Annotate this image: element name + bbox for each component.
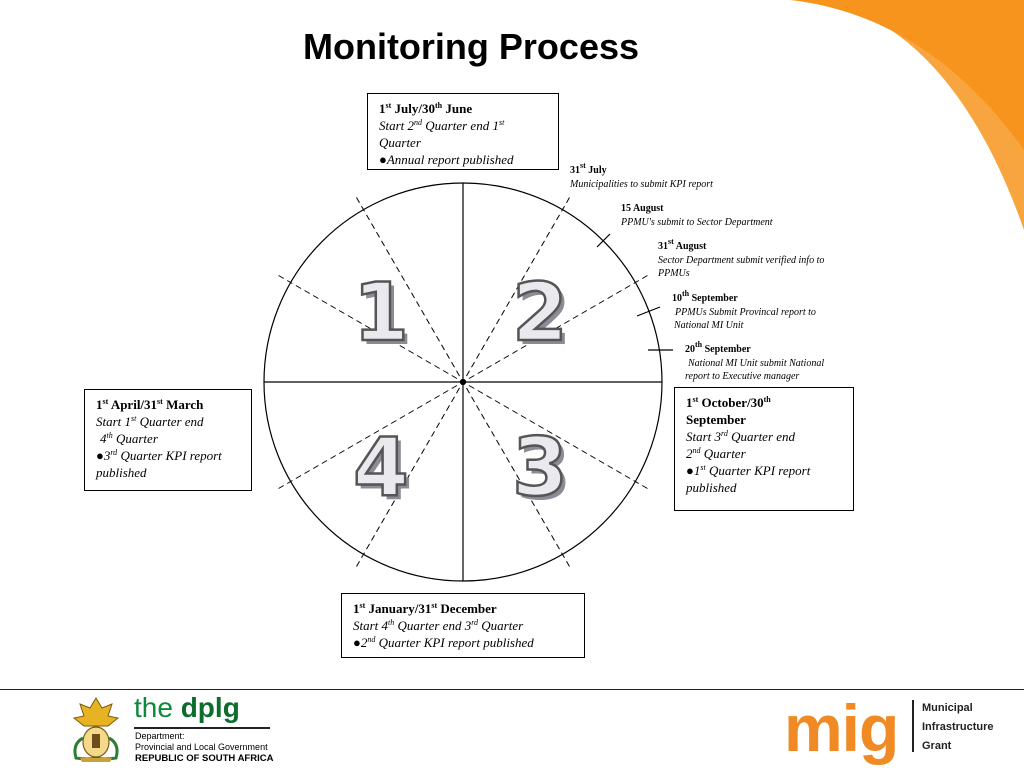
quadrant-number-shadow: 2 — [516, 270, 572, 363]
box-heading: 1st January/31st December — [353, 601, 497, 616]
event-desc: Municipalities to submit KPI report — [570, 178, 713, 190]
box-line: published — [686, 480, 737, 495]
event-desc: National MI Unit — [674, 320, 744, 331]
dplg-wordmark: the dplg — [134, 692, 240, 724]
event-desc: PPMU's submit to Sector Department — [621, 216, 773, 228]
box-right-october: 1st October/30th September Start 3rd Qua… — [674, 387, 854, 511]
dplg-dept-line: Provincial and Local Government — [135, 742, 268, 752]
box-line: ●2nd Quarter KPI report published — [353, 635, 534, 650]
event-date: 31st July — [570, 161, 607, 177]
event-date: 15 August — [621, 203, 664, 214]
quadrant-number: 1 — [353, 266, 409, 359]
event-desc: PPMUs Submit Provincal report to — [675, 306, 816, 318]
box-heading: 1st April/31st March — [96, 397, 204, 412]
dplg-dept-line: REPUBLIC OF SOUTH AFRICA — [135, 753, 274, 764]
box-heading: 1st October/30th — [686, 395, 771, 410]
quadrant-number-shadow: 1 — [357, 270, 413, 363]
box-line: ●Annual report published — [379, 152, 514, 167]
box-left-april: 1st April/31st March Start 1st Quarter e… — [84, 389, 252, 491]
event-september-20: 20th September National MI Unit submit N… — [685, 340, 825, 384]
quadrant-number: 2 — [512, 266, 568, 359]
box-line: 4th Quarter — [100, 431, 158, 446]
box-line: published — [96, 465, 147, 480]
box-top-july: 1st July/30th June Start 2nd Quarter end… — [367, 93, 559, 170]
event-date: 31st August — [658, 237, 707, 253]
mig-wordmark: mig — [784, 691, 899, 765]
box-line: Quarter — [379, 135, 421, 150]
center-point — [459, 378, 467, 386]
quadrant-number-shadow: 4 — [357, 425, 413, 518]
box-line: ●1st Quarter KPI report — [686, 463, 811, 478]
event-date: 20th September — [685, 340, 751, 356]
dplg-bold: dplg — [180, 692, 240, 723]
quadrant-number: 4 — [353, 421, 409, 514]
box-line: Start 3rd Quarter end — [686, 429, 796, 444]
mig-divider — [912, 700, 914, 752]
event-desc: PPMUs — [658, 268, 690, 279]
box-heading: 1st July/30th June — [379, 101, 473, 116]
box-line: Start 2nd Quarter end 1st — [379, 118, 505, 133]
mig-line: Grant — [922, 740, 952, 752]
event-desc: report to Executive manager — [685, 371, 800, 382]
box-line: Start 4th Quarter end 3rd Quarter — [353, 618, 524, 633]
mig-fullname: Municipal Infrastructure Grant — [922, 699, 994, 756]
box-line: 2nd Quarter — [686, 446, 746, 461]
event-august-31: 31st August Sector Department submit ver… — [658, 237, 825, 281]
box-bottom-january: 1st January/31st December Start 4th Quar… — [341, 593, 585, 658]
event-tick — [636, 306, 661, 317]
event-ticks — [459, 233, 673, 386]
dplg-department: Department: Provincial and Local Governm… — [135, 731, 273, 764]
dplg-divider — [134, 727, 270, 729]
box-heading: September — [686, 412, 746, 427]
event-date: 10th September — [672, 289, 738, 305]
dplg-prefix: the — [134, 692, 181, 723]
event-july-31: 31st July Municipalities to submit KPI r… — [570, 161, 713, 191]
event-tick — [596, 233, 611, 248]
event-desc: National MI Unit submit National — [688, 357, 825, 369]
quadrant-numbers: 11 22 33 44 — [352, 265, 572, 518]
quadrant-number-shadow: 3 — [516, 425, 572, 518]
mig-line: Municipal — [922, 702, 973, 714]
mig-line: Infrastructure — [922, 721, 994, 733]
event-desc: Sector Department submit verified info t… — [658, 254, 825, 266]
coat-of-arms-logo — [72, 697, 120, 762]
box-line: ●3rd Quarter KPI report — [96, 448, 222, 463]
event-august-15: 15 August PPMU's submit to Sector Depart… — [621, 202, 773, 229]
dplg-dept-line: Department: — [135, 731, 185, 741]
box-line: Start 1st Quarter end — [96, 414, 204, 429]
event-september-10: 10th September PPMUs Submit Provincal re… — [672, 289, 816, 333]
page-title: Monitoring Process — [302, 26, 640, 67]
quadrant-number: 3 — [512, 421, 568, 514]
footer-divider — [0, 689, 1024, 690]
